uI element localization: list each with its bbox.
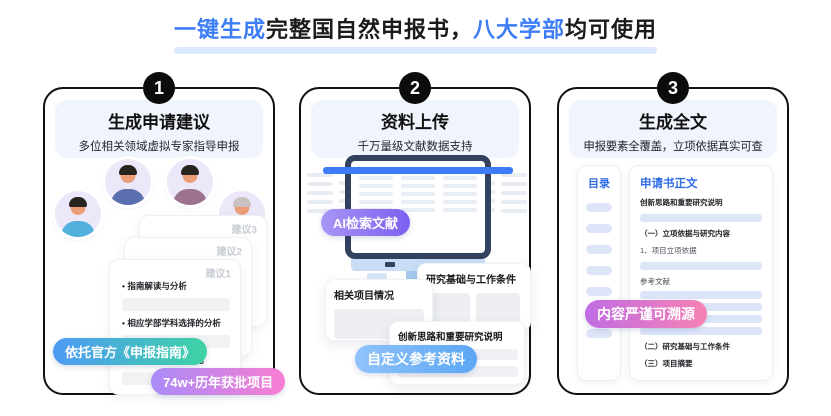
toc-skeleton-bar [586, 329, 612, 338]
monitor-keyboard [367, 273, 387, 281]
toc-skeleton-bar [586, 266, 612, 275]
suggestion-tab-3: 建议3 [231, 225, 257, 236]
suggestion-bullet-2: 相应学部学科选择的分析 [122, 317, 230, 329]
float-card-title: 研究基础与工作条件 [426, 275, 516, 286]
avatar-hair [233, 197, 251, 207]
doc-skeleton-bar [640, 291, 762, 299]
monitor-accent-bar [323, 167, 513, 174]
suggestion-tab-1: 建议1 [205, 269, 231, 280]
doc-line-section-2: （二）研究基础与工作条件 [640, 342, 730, 351]
step2-header: 资料上传 千万量级文献数据支持 [311, 100, 519, 158]
doc-skeleton-bar [640, 262, 762, 270]
doc-line-references: 参考文献 [640, 277, 670, 286]
title-plain-1: 完整国自然申报书， [265, 17, 473, 42]
toc-title: 目录 [588, 178, 610, 190]
step-card-3: 3 生成全文 申报要素全覆盖，立项依据真实可查 目录 申请书正文 创新思路和重要… [557, 72, 789, 395]
main-title-text: 一键生成完整国自然申报书，八大学部均可使用 [173, 12, 658, 54]
monitor-camera [385, 262, 395, 267]
title-highlight-1: 一键生成 [173, 17, 266, 42]
avatar-hair [119, 165, 137, 175]
doc-line-section-3: （三）项目摘要 [640, 359, 693, 368]
suggestion-tab-2: 建议2 [216, 247, 242, 258]
title-underline-bar [173, 47, 658, 54]
step1-subtitle: 多位相关领域虚拟专家指导申报 [78, 141, 240, 153]
step-card-2: 2 资料上传 千万量级文献数据支持 AI检索文献 研究基础与工作条件 [299, 72, 531, 395]
badge-ai-search: AI检索文献 [321, 209, 411, 236]
placeholder-block [476, 293, 520, 323]
skeleton-doc [501, 173, 527, 213]
toc-skeleton-bar [586, 245, 612, 254]
suggestion-bullet-1: 指南解读与分析 [122, 280, 230, 292]
expert-avatar-3 [55, 191, 101, 237]
doc-skeleton-bar [640, 327, 762, 335]
float-card-related-projects: 相关项目情况 [325, 279, 433, 341]
toc-panel: 目录 [577, 165, 621, 381]
doc-line-innovation: 创新思路和重要研究说明 [640, 198, 723, 207]
badge-custom-reference: 自定义参考资料 [355, 345, 477, 373]
step-number-3: 3 [657, 72, 689, 104]
title-plain-2: 均可使用 [565, 17, 658, 42]
step1-header: 生成申请建议 多位相关领域虚拟专家指导申报 [55, 100, 263, 158]
step2-title: 资料上传 [381, 113, 449, 132]
expert-avatar-2 [167, 159, 213, 205]
badge-traceable: 内容严谨可溯源 [585, 300, 707, 328]
screen-doc-column [443, 176, 477, 247]
float-card-title: 创新思路和重要研究说明 [398, 332, 503, 343]
toc-skeleton-bar [586, 203, 612, 212]
expert-avatar-1 [105, 159, 151, 205]
doc-skeleton-bar [640, 214, 762, 222]
step-card-1: 1 生成申请建议 多位相关领域虚拟专家指导申报 [43, 72, 286, 395]
step-number-1: 1 [143, 72, 175, 104]
badge-official-guide: 依托官方《申报指南》 [53, 338, 208, 365]
step1-title: 生成申请建议 [108, 113, 210, 132]
monitor-screen [351, 161, 485, 253]
doc-line-section-1: （一）立项依据与研究内容 [640, 229, 730, 238]
screen-doc-column [401, 176, 435, 247]
float-card-research-basis: 研究基础与工作条件 [417, 263, 531, 331]
step-number-2: 2 [399, 72, 431, 104]
avatar-hair [181, 165, 199, 175]
step3-header: 生成全文 申报要素全覆盖，立项依据真实可查 [569, 100, 777, 158]
placeholder-blocks [426, 293, 522, 323]
title-highlight-2: 八大学部 [473, 17, 566, 42]
avatar-body [61, 221, 95, 237]
placeholder-block [426, 293, 470, 323]
avatar-hair [69, 197, 87, 207]
toc-skeleton-bar [586, 224, 612, 233]
step2-subtitle: 千万量级文献数据支持 [357, 141, 473, 153]
float-card-title: 相关项目情况 [334, 291, 394, 302]
doc-line-item-1: 1、项目立项依据 [640, 246, 697, 255]
avatar-body [111, 189, 145, 205]
step3-title: 生成全文 [639, 113, 707, 132]
doc-title: 申请书正文 [640, 178, 698, 190]
main-title: 一键生成完整国自然申报书，八大学部均可使用 [0, 12, 831, 54]
toc-skeleton-bar [586, 287, 612, 296]
step3-subtitle: 申报要素全覆盖，立项依据真实可查 [583, 141, 763, 153]
doc-panel: 申请书正文 创新思路和重要研究说明 （一）立项依据与研究内容 1、项目立项依据 … [629, 165, 773, 381]
badge-approved-projects: 74w+历年获批项目 [151, 368, 286, 395]
avatar-body [173, 189, 207, 205]
skeleton-bar [122, 298, 230, 311]
skeleton-doc [307, 173, 333, 213]
